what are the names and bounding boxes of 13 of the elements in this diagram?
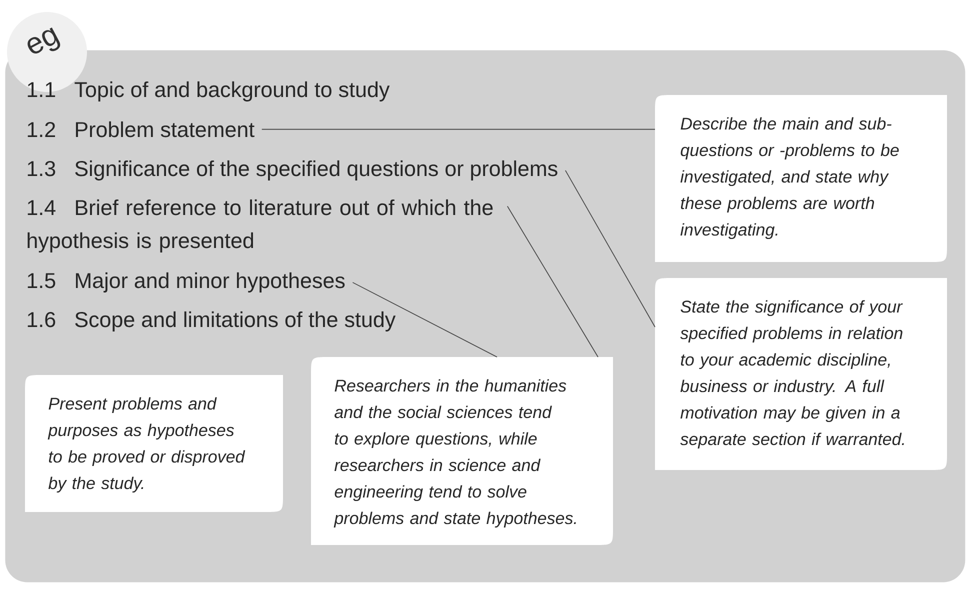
list-item: 1.5 Major and minor hypotheses [28, 272, 345, 292]
list-item: 1.3 Significance of the specified questions or problems [28, 160, 558, 180]
list-item: 1.4 Brief reference to literature out of which the hypothesis is presented [28, 199, 493, 252]
list-item: 1.2 Problem statement [28, 121, 254, 138]
list-item: 1.6 Scope and limitations of the study [28, 311, 396, 332]
note-card: Describe the main and sub-questions or -problems to be investigated, and state why these problems are worth investigating. [655, 95, 947, 262]
leader-line [261, 128, 656, 130]
note-card: Researchers in the humanities and the social sciences tend to explore questions, while researchers in science and engineering tend to solve problems and state hypotheses. [311, 357, 613, 545]
leader-line [352, 282, 498, 358]
leader-line [507, 206, 598, 358]
note-card: Present problems and purposes as hypotheses to be proved or disproved by the study. [25, 375, 283, 512]
note-card: State the significance of your specified problems in relation to your academic discipline, business or industry. A full motivation may be given in a separate section if warranted. [655, 278, 947, 470]
leader-line [565, 170, 656, 328]
